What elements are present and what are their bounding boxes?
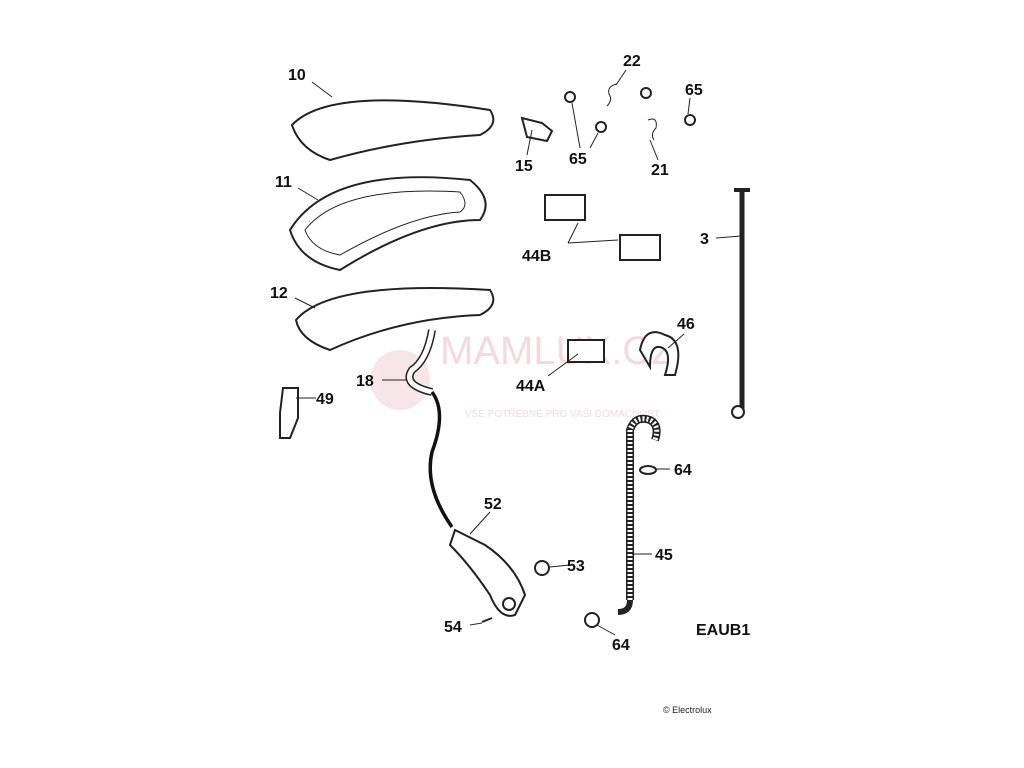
part-65-clamp bbox=[564, 91, 576, 103]
watermark-tagline: VŠE POTŘEBNÉ PRO VAŠI DOMÁCNOST bbox=[465, 407, 660, 420]
part-45-hose-end bbox=[617, 599, 633, 615]
part-44b-bracket-2 bbox=[619, 234, 661, 261]
part-64-clamp bbox=[639, 465, 657, 475]
label-45: 45 bbox=[655, 547, 673, 564]
part-10-seal bbox=[290, 99, 495, 162]
part-65-clamp-4 bbox=[684, 114, 696, 126]
label-49: 49 bbox=[316, 391, 334, 408]
label-44b: 44B bbox=[522, 248, 551, 265]
label-54: 54 bbox=[444, 619, 462, 636]
part-11-inner-edge bbox=[304, 190, 466, 256]
part-44a-holder bbox=[567, 339, 605, 363]
part-3-rod-end bbox=[731, 405, 745, 419]
label-22: 22 bbox=[623, 53, 641, 70]
label-64-2: 64 bbox=[612, 637, 630, 654]
label-15: 15 bbox=[515, 158, 533, 175]
label-11: 11 bbox=[275, 174, 292, 191]
label-12: 12 bbox=[270, 285, 288, 302]
part-53-oring bbox=[534, 560, 550, 576]
label-46: 46 bbox=[677, 316, 695, 333]
part-64-clamp-2 bbox=[584, 612, 600, 628]
part-45-drain-hose bbox=[626, 414, 661, 600]
part-22-hose bbox=[606, 83, 618, 107]
diagram-code: EAUB1 bbox=[696, 622, 750, 639]
leader-lines bbox=[294, 69, 742, 636]
label-53: 53 bbox=[567, 558, 585, 575]
label-65-2: 65 bbox=[569, 151, 587, 168]
part-15-connector bbox=[520, 116, 554, 143]
part-18-cable bbox=[428, 390, 454, 529]
part-45-hose-ribs bbox=[627, 416, 660, 600]
label-10: 10 bbox=[288, 67, 306, 84]
part-52-housing bbox=[448, 528, 527, 617]
copyright: © Electrolux bbox=[663, 705, 712, 715]
label-65: 65 bbox=[685, 82, 703, 99]
watermark: MAMLUX.CZ VŠE POTŘEBNÉ PRO VAŠI DOMÁCNOS… bbox=[370, 329, 676, 420]
part-18-hose-inner bbox=[407, 329, 435, 395]
part-49-bracket bbox=[279, 387, 299, 439]
watermark-brand: MAMLUX.CZ bbox=[440, 329, 676, 373]
part-65-clamp-2 bbox=[595, 121, 607, 133]
label-18: 18 bbox=[356, 373, 374, 390]
leader-44b bbox=[567, 222, 619, 244]
label-3: 3 bbox=[700, 231, 709, 248]
label-44a: 44A bbox=[516, 378, 546, 395]
part-44b-bracket bbox=[544, 194, 586, 221]
part-46-clip bbox=[638, 331, 680, 376]
part-11-door-frame bbox=[288, 176, 487, 272]
part-12-seal bbox=[294, 287, 495, 352]
part-65-clamp-3 bbox=[640, 87, 652, 99]
part-54-screw bbox=[481, 617, 493, 623]
label-64: 64 bbox=[674, 462, 692, 479]
label-52: 52 bbox=[484, 496, 502, 513]
part-52-outlet bbox=[502, 597, 516, 611]
part-21-hose bbox=[647, 118, 657, 141]
label-21: 21 bbox=[651, 162, 669, 179]
